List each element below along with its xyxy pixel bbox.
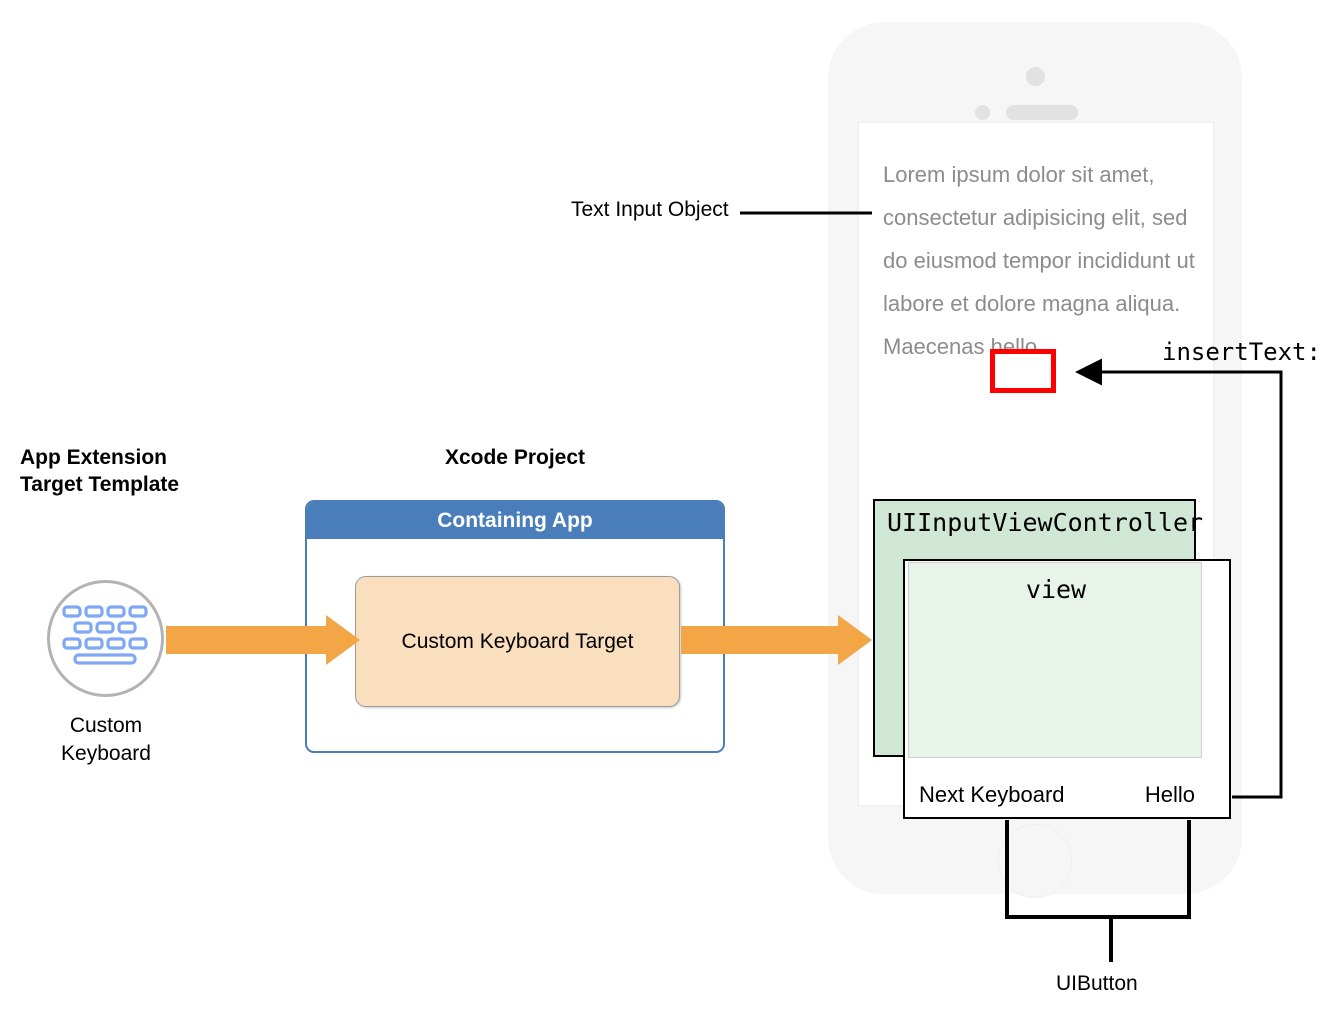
home-button-icon	[998, 824, 1072, 898]
callout-text-input-object: Text Input Object	[571, 198, 729, 221]
hello-button[interactable]: Hello	[1144, 782, 1195, 807]
hello-highlight-box	[990, 349, 1056, 393]
custom-keyboard-caption: Custom Keyboard	[61, 714, 151, 765]
uiinputviewcontroller-label: UIInputViewController	[887, 508, 1204, 537]
section-title-xcode-project: Xcode Project	[444, 446, 586, 469]
keyboard-view-box: view Next Keyboard Hello	[903, 559, 1231, 819]
custom-keyboard-target-box: Custom Keyboard Target	[355, 576, 680, 707]
callout-uibutton: UIButton	[1056, 972, 1138, 995]
section-title-app-extension-template: App Extension Target Template	[20, 446, 180, 496]
proximity-sensor-icon	[975, 105, 990, 120]
keyboard-icon	[62, 605, 148, 665]
text-input-object-content[interactable]: Lorem ipsum dolor sit amet, consectetur …	[883, 162, 1195, 359]
earpiece-speaker-icon	[1006, 105, 1078, 120]
front-camera-icon	[1026, 67, 1045, 86]
next-keyboard-button[interactable]: Next Keyboard	[919, 782, 1065, 807]
view-label: view	[1025, 575, 1087, 604]
keyboard-view-inner: view	[908, 562, 1202, 758]
containing-app-header-label: Containing App	[307, 502, 723, 539]
containing-app-box: Containing App Custom Keyboard Target	[305, 500, 725, 753]
callout-insert-text: insertText:	[1162, 338, 1321, 366]
